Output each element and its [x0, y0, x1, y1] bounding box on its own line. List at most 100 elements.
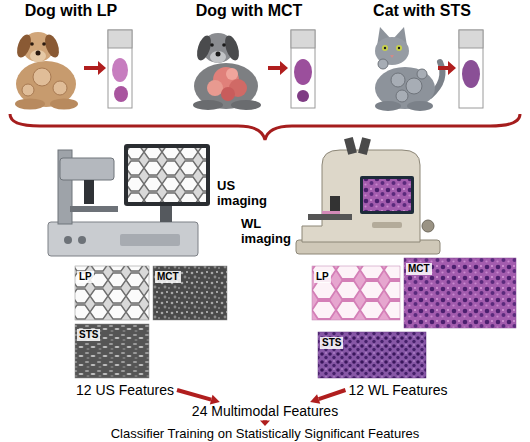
- ultrasound-instrument: [128, 148, 206, 202]
- to-slide-arrow: [268, 61, 288, 75]
- tile-text: MCT: [406, 263, 432, 275]
- inst-text: WL imaging: [241, 216, 291, 246]
- wl-image-mct: [404, 258, 516, 328]
- glass-slide: [108, 30, 132, 108]
- cat-sts-figure: [390, 55, 394, 58]
- final-text: Classifier Training on Statistically Sig…: [111, 427, 420, 441]
- flow-arrow: [310, 390, 345, 404]
- dog-mct-figure: [222, 43, 226, 47]
- cat-sts-figure: [391, 73, 405, 87]
- to-slide-arrow: [438, 61, 456, 75]
- dog-lp-figure: [22, 84, 34, 96]
- ultrasound-instrument: [48, 144, 210, 256]
- microscope-instrument: [360, 176, 414, 214]
- feat-text: 12 WL Features: [348, 382, 447, 398]
- wl-image-lp: [312, 266, 400, 320]
- heading-text: Dog with MCT: [178, 2, 320, 20]
- glass-slide: [297, 90, 309, 102]
- microscope-instrument: [330, 196, 340, 212]
- microscope-instrument: [372, 222, 402, 228]
- flow-arrow: [260, 420, 270, 426]
- glass-slide: [291, 30, 315, 48]
- tile-text: LP: [77, 271, 94, 283]
- dog-lp-figure: [42, 42, 46, 46]
- dog-mct-figure: [221, 87, 235, 101]
- classifier-label: Classifier Training on Statistically Sig…: [111, 427, 420, 441]
- cat-sts-figure: [375, 101, 401, 111]
- animal-panel: Dog with MCT: [178, 2, 320, 112]
- dog-lp-figure: [36, 51, 41, 56]
- wl-image-sts: [318, 332, 426, 378]
- cat-sts-figure: [398, 47, 400, 49]
- dog-mct-figure: [210, 51, 226, 63]
- ultrasound-instrument: [84, 180, 94, 204]
- dog-lp-figure: [33, 68, 51, 86]
- arrow-shaft: [177, 390, 211, 400]
- cat-sts-figure: [417, 69, 427, 79]
- ultrasound-instrument: [48, 222, 198, 256]
- dog-mct-figure: [226, 68, 238, 80]
- glass-slide: [108, 30, 132, 48]
- microscope-instrument: [358, 137, 371, 155]
- microscope-instrument: [344, 137, 357, 155]
- dog-lp-figure: [53, 81, 67, 95]
- glass-slide: [459, 30, 483, 108]
- feat-text: 12 US Features: [76, 382, 174, 398]
- flow-arrow: [177, 390, 220, 404]
- ultrasound-instrument: [120, 234, 180, 246]
- glass-slide: [459, 30, 483, 48]
- to-slide-arrow: [84, 61, 106, 75]
- tile-text: LP: [314, 271, 331, 283]
- ultrasound-instrument: [124, 144, 210, 206]
- instrument-label: US imaging: [217, 178, 267, 208]
- glass-slide: [108, 30, 132, 108]
- ultrasound-instrument: [60, 158, 114, 180]
- glass-slide: [291, 30, 315, 108]
- heading-text: Cat with STS: [354, 2, 490, 20]
- ultrasound-instrument: [64, 236, 72, 244]
- instrument-label: WL imaging: [241, 216, 291, 246]
- cat-sts-figure: [378, 59, 388, 69]
- glass-slide: [459, 30, 483, 108]
- dog-mct-figure: [193, 100, 223, 110]
- ultrasound-instrument: [70, 206, 118, 212]
- cat-sts-figure: [406, 78, 422, 94]
- dog-lp-figure: [14, 32, 78, 110]
- feature-label: 12 WL Features: [348, 382, 447, 398]
- cat-sts-figure: [396, 45, 402, 51]
- cat-sts-figure: [382, 45, 388, 51]
- microscope-instrument: [422, 220, 434, 232]
- feature-label: 24 Multimodal Features: [192, 403, 338, 419]
- dog-mct-figure: [216, 52, 221, 57]
- cat-sts-figure: [384, 47, 386, 49]
- image-tile: LP: [312, 266, 400, 320]
- feature-label: 12 US Features: [76, 382, 174, 398]
- image-tile: MCT: [404, 258, 516, 328]
- microscope-instrument: [308, 214, 352, 220]
- arrow-shaft: [319, 390, 346, 399]
- ultrasound-instrument: [78, 236, 86, 244]
- arrow-head: [260, 421, 270, 426]
- us-image-lp: [75, 266, 149, 320]
- feat-text: 24 Multimodal Features: [192, 403, 338, 419]
- microscope-instrument: [302, 150, 420, 242]
- dog-lp-figure: [30, 50, 46, 62]
- dog-mct-figure: [210, 43, 214, 47]
- tile-text: STS: [77, 329, 100, 341]
- cat-sts-figure: [375, 27, 442, 111]
- glass-slide: [112, 58, 128, 82]
- dog-mct-figure: [193, 33, 261, 110]
- glass-slide: [294, 59, 312, 85]
- animal-panel: Cat with STS: [354, 2, 490, 112]
- image-tile: STS: [75, 324, 149, 378]
- dog-mct-figure: [207, 80, 223, 96]
- animal-panel: Dog with LP: [5, 2, 137, 112]
- image-tile: LP: [75, 266, 149, 320]
- arrow-head: [310, 394, 320, 403]
- microscope-instrument: [363, 179, 411, 211]
- heading-text: Dog with LP: [5, 2, 137, 20]
